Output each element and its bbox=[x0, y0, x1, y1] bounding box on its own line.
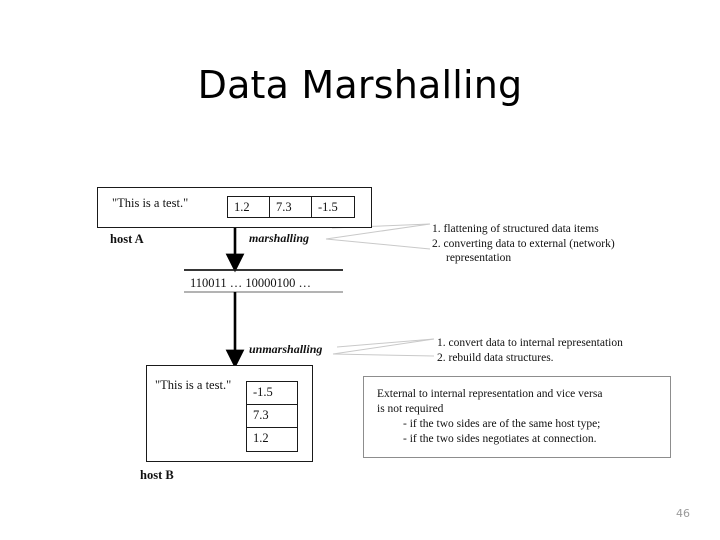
host-a-string-value: "This is a test." bbox=[112, 196, 189, 210]
annotation-line: 2. converting data to external (network) bbox=[432, 237, 615, 250]
host-a-cell: 7.3 bbox=[270, 197, 312, 217]
annotation-line: 1. convert data to internal representati… bbox=[437, 337, 623, 349]
host-a-value-row: 1.2 7.3 -1.5 bbox=[227, 196, 355, 218]
annotation-line: representation bbox=[446, 252, 512, 264]
host-b-cell: 1.2 bbox=[253, 431, 269, 445]
leader-line-unmarshalling bbox=[332, 338, 435, 357]
host-b-label: host B bbox=[140, 468, 174, 482]
annotation-line: 2. rebuild data structures. bbox=[437, 351, 554, 364]
host-a-cell: -1.5 bbox=[318, 200, 338, 214]
note-box bbox=[363, 376, 671, 458]
note-line: is not required bbox=[377, 403, 444, 415]
note-box-text: External to internal representation and … bbox=[377, 387, 667, 447]
note-line: - if the two sides are of the same host … bbox=[403, 418, 601, 430]
unmarshalling-label: unmarshalling bbox=[249, 342, 323, 356]
host-b-cell: -1.5 bbox=[247, 382, 297, 405]
wire-binary-value: 110011 … 10000100 … bbox=[190, 276, 311, 290]
host-a-cell: 1.2 bbox=[228, 197, 270, 217]
host-b-string-value: "This is a test." bbox=[155, 378, 232, 392]
unmarshalling-annotation: 1. convert data to internal representati… bbox=[437, 336, 682, 365]
host-b-value-column: -1.5 7.3 1.2 bbox=[246, 381, 298, 452]
host-b-cell: 7.3 bbox=[247, 405, 297, 428]
annotation-line: 1. flattening of structured data items bbox=[432, 223, 599, 235]
note-line: - if the two sides negotiates at connect… bbox=[403, 433, 597, 445]
marshalling-label: marshalling bbox=[249, 231, 310, 245]
note-line: External to internal representation and … bbox=[377, 388, 603, 400]
host-a-label: host A bbox=[110, 232, 144, 246]
marshalling-annotation: 1. flattening of structured data items 2… bbox=[432, 222, 682, 266]
page-number: 46 bbox=[676, 507, 690, 520]
page-title: Data Marshalling bbox=[197, 63, 523, 107]
